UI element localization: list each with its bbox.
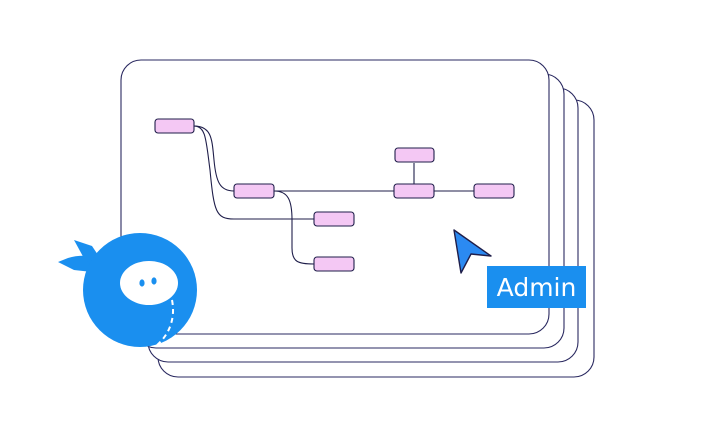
workflow-connectors: [193, 125, 474, 265]
ninja-mascot-icon: [58, 233, 197, 347]
workflow-node[interactable]: [313, 211, 355, 227]
workflow-node[interactable]: [473, 183, 515, 199]
headband-knot: [74, 240, 100, 262]
stacked-windows: [120, 59, 595, 378]
workflow-node[interactable]: [393, 183, 435, 199]
window-frame-front: [120, 59, 550, 335]
connector-a-b: [193, 125, 235, 192]
admin-badge: Admin: [487, 266, 586, 308]
workflow-node[interactable]: [394, 147, 435, 163]
workflow-node[interactable]: [154, 118, 195, 134]
connector-a-c: [193, 125, 314, 220]
workflow-node[interactable]: [313, 256, 355, 272]
workflow-node[interactable]: [233, 183, 275, 199]
mascot-face: [120, 261, 178, 305]
mascot-eye-left: [139, 279, 145, 287]
workflow-nodes: [154, 118, 515, 272]
connector-b-d: [273, 190, 315, 265]
mascot-seam: [155, 299, 174, 347]
mascot-eye-right: [151, 277, 157, 285]
cursor-arrow-icon: [453, 229, 492, 274]
